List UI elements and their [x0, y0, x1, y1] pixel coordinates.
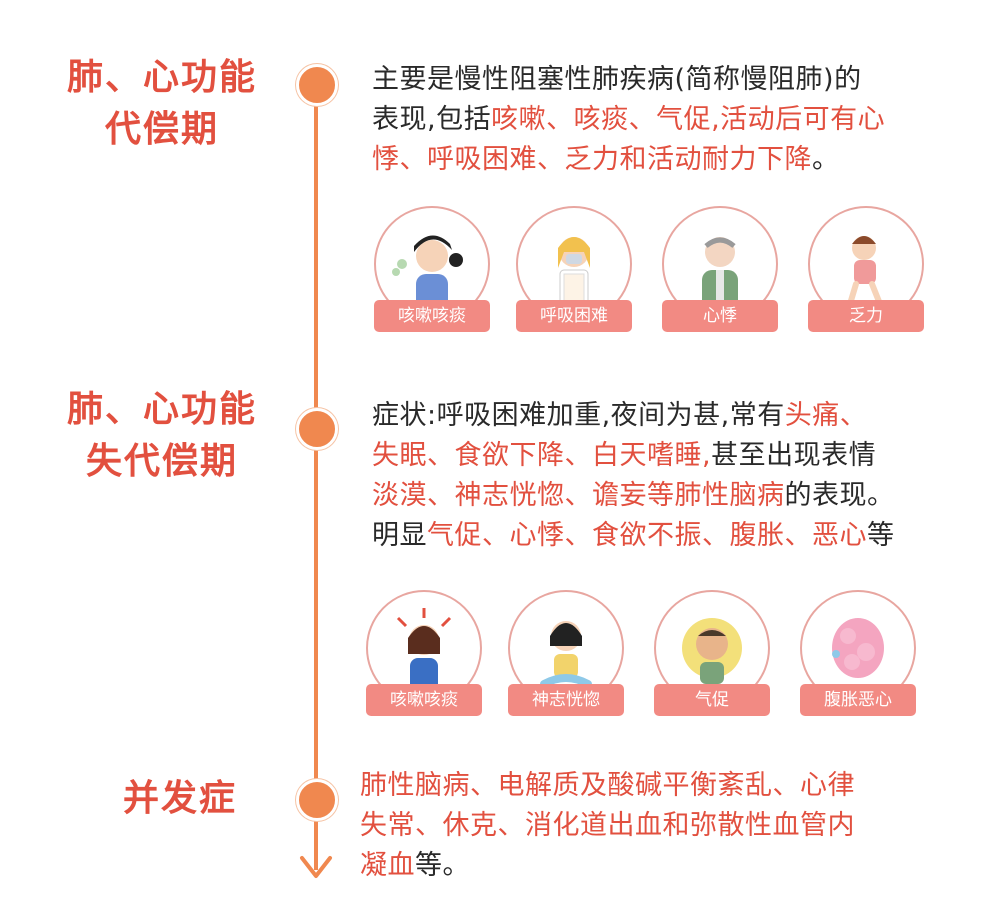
symptom-card: 心悸	[654, 206, 786, 336]
highlighted-symptom-text: 肺性脑病、电解质及酸碱平衡紊乱、心律	[360, 770, 855, 801]
symptom-label: 咳嗽咳痰	[366, 684, 482, 716]
symptom-card: 气促	[646, 590, 778, 720]
desc-line: 失常、休克、消化道出血和弥散性血管内	[360, 806, 980, 846]
stage-title-line: 肺、心功能	[66, 389, 257, 430]
stage-desc-decompensated: 症状:呼吸困难加重,夜间为甚,常有头痛、失眠、食欲下降、白天嗜睡,甚至出现表情淡…	[372, 396, 972, 556]
highlighted-symptom-text: 悸、呼吸困难、乏力和活动耐力下降	[372, 144, 812, 175]
highlighted-symptom-text: 凝血	[360, 850, 415, 881]
highlighted-symptom-text: 淡漠、神志恍惚、谵妄等肺性脑病	[372, 480, 785, 511]
symptom-label: 乏力	[808, 300, 924, 332]
desc-line: 肺性脑病、电解质及酸碱平衡紊乱、心律	[360, 766, 980, 806]
symptom-label: 气促	[654, 684, 770, 716]
symptom-card: 神志恍惚	[500, 590, 632, 720]
stage-title-decompensated: 肺、心功能 失代偿期	[52, 384, 272, 488]
symptom-card: 咳嗽咳痰	[366, 206, 498, 336]
desc-line: 凝血等。	[360, 846, 980, 886]
desc-text: 等。	[415, 850, 470, 881]
stage-title-line: 代偿期	[104, 109, 219, 150]
timeline-dot-compensated	[296, 64, 338, 106]
desc-text: 明显	[372, 520, 427, 551]
desc-text: 症状:呼吸困难加重,夜间为甚,常有	[372, 400, 785, 431]
highlighted-symptom-text: 失眠、食欲下降、白天嗜睡,	[372, 440, 712, 471]
desc-line: 表现,包括咳嗽、咳痰、气促,活动后可有心	[372, 100, 972, 140]
desc-text: 甚至出现表情	[711, 440, 877, 471]
desc-text: 等	[867, 520, 895, 551]
stage-title-line: 失代偿期	[85, 441, 238, 482]
stage-title-line: 肺、心功能	[66, 57, 257, 98]
desc-line: 明显气促、心悸、食欲不振、腹胀、恶心等	[372, 516, 972, 556]
symptom-label: 呼吸困难	[516, 300, 632, 332]
symptom-label: 咳嗽咳痰	[374, 300, 490, 332]
highlighted-symptom-text: 头痛、	[784, 400, 868, 431]
desc-text: 。	[812, 144, 840, 175]
timeline-arrow-icon	[300, 856, 332, 878]
symptom-label: 腹胀恶心	[800, 684, 916, 716]
stage-desc-compensated: 主要是慢性阻塞性肺疾病(简称慢阻肺)的表现,包括咳嗽、咳痰、气促,活动后可有心悸…	[372, 60, 972, 180]
symptom-card: 咳嗽咳痰	[358, 590, 490, 720]
timeline-dot-complications	[296, 779, 338, 821]
desc-text: 表现,包括	[372, 104, 492, 135]
desc-line: 悸、呼吸困难、乏力和活动耐力下降。	[372, 140, 972, 180]
desc-line: 主要是慢性阻塞性肺疾病(简称慢阻肺)的	[372, 60, 972, 100]
desc-line: 失眠、食欲下降、白天嗜睡,甚至出现表情	[372, 436, 972, 476]
stage-title-compensated: 肺、心功能 代偿期	[52, 52, 272, 156]
symptom-label: 心悸	[662, 300, 778, 332]
timeline-line	[314, 82, 318, 870]
desc-line: 症状:呼吸困难加重,夜间为甚,常有头痛、	[372, 396, 972, 436]
highlighted-symptom-text: 气促、心悸、食欲不振、腹胀、恶心	[427, 520, 867, 551]
timeline-dot-decompensated	[296, 408, 338, 450]
symptom-card: 腹胀恶心	[792, 590, 924, 720]
highlighted-symptom-text: 失常、休克、消化道出血和弥散性血管内	[360, 810, 855, 841]
symptom-label: 神志恍惚	[508, 684, 624, 716]
symptom-card: 呼吸困难	[508, 206, 640, 336]
stage-title-complications: 并发症	[90, 773, 270, 825]
desc-text: 主要是慢性阻塞性肺疾病(简称慢阻肺)的	[372, 64, 862, 95]
desc-text: 的表现。	[784, 480, 895, 511]
desc-line: 淡漠、神志恍惚、谵妄等肺性脑病的表现。	[372, 476, 972, 516]
symptom-card: 乏力	[800, 206, 932, 336]
highlighted-symptom-text: 咳嗽、咳痰、气促,活动后可有心	[491, 104, 886, 135]
stage-title-line: 并发症	[122, 778, 237, 819]
stage-desc-complications: 肺性脑病、电解质及酸碱平衡紊乱、心律失常、休克、消化道出血和弥散性血管内凝血等。	[360, 766, 980, 886]
